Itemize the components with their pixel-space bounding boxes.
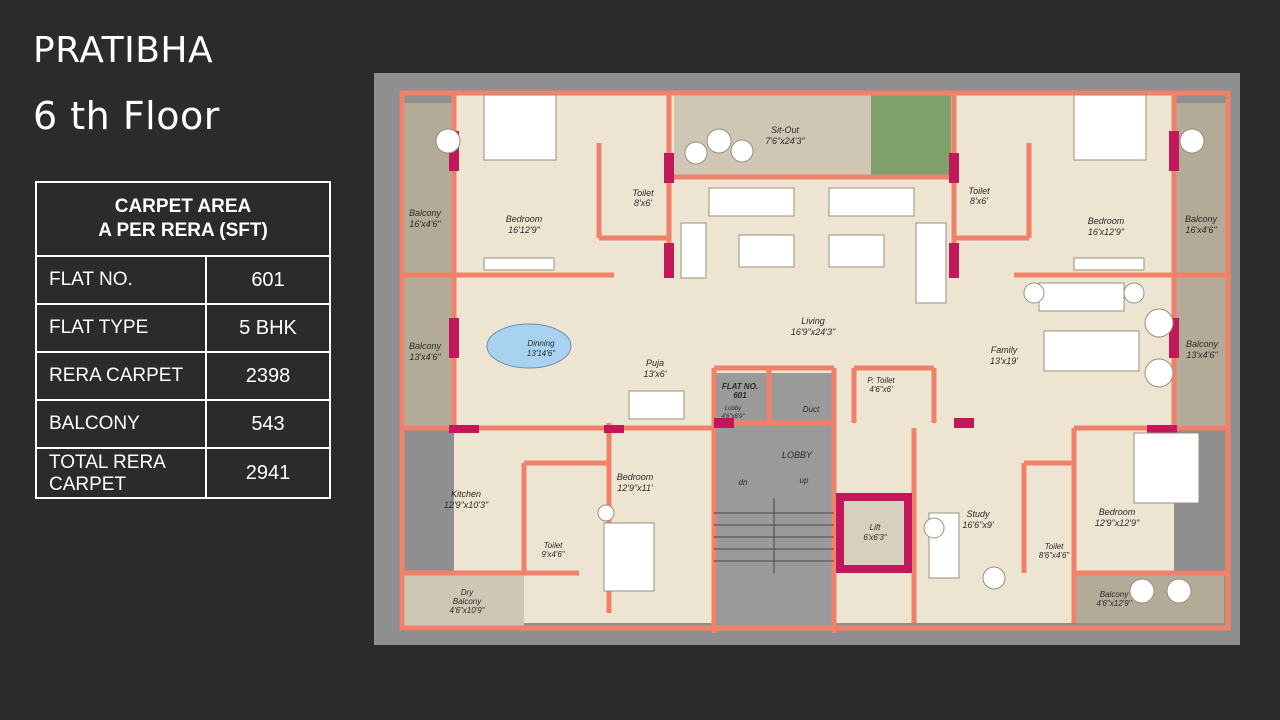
bedroom-sw-label: Bedroom xyxy=(617,472,654,482)
p-toilet-label: P. Toilet xyxy=(867,376,895,385)
table-row: FLAT TYPE 5 BHK xyxy=(35,303,331,353)
row-label: FLAT TYPE xyxy=(35,303,207,353)
kitchen-label: Kitchen xyxy=(451,489,481,499)
row-value: 601 xyxy=(205,255,331,305)
dining-label: Dinning xyxy=(527,339,555,348)
table-heading: CARPET AREA A PER RERA (SFT) xyxy=(35,181,331,257)
lobby-label: LOBBY xyxy=(782,450,813,460)
dry-balcony-label: Dry xyxy=(461,588,474,597)
furniture xyxy=(435,94,1205,604)
row-value: 5 BHK xyxy=(205,303,331,353)
row-value: 543 xyxy=(205,399,331,449)
stair-up-label: up xyxy=(800,476,809,485)
lobby-small-label: Lobby xyxy=(725,406,742,412)
row-label-line-1: TOTAL RERA xyxy=(49,452,166,473)
bedroom-se-size: 12'9"x12'9" xyxy=(1095,518,1140,528)
toilet-sw-label: Toilet xyxy=(544,541,564,550)
row-label: BALCONY xyxy=(35,399,207,449)
kitchen-size: 12'9"x10'3" xyxy=(444,500,489,510)
table-row: TOTAL RERA CARPET 2941 xyxy=(35,447,331,499)
balcony-se-label: Balcony xyxy=(1100,590,1129,599)
family-label: Family xyxy=(991,345,1018,355)
table-header-row: CARPET AREA A PER RERA (SFT) xyxy=(35,181,331,257)
dining-size: 13'14'6" xyxy=(527,349,556,358)
toilet-ne-label: Toilet xyxy=(968,186,990,196)
puja-size: 13'x6' xyxy=(644,369,667,379)
living-label: Living xyxy=(801,316,825,326)
table-row: FLAT NO. 601 xyxy=(35,255,331,305)
lobby-small-size: 4'6"x6'9" xyxy=(722,414,746,420)
bedroom-ne-label: Bedroom xyxy=(1088,216,1125,226)
project-title: PRATIBHA xyxy=(33,30,214,71)
dining-table xyxy=(486,323,572,369)
duct-label: Duct xyxy=(803,405,820,414)
carpet-area-table: CARPET AREA A PER RERA (SFT) FLAT NO. 60… xyxy=(35,181,331,499)
row-label: FLAT NO. xyxy=(35,255,207,305)
balcony-w-label: Balcony xyxy=(409,341,442,351)
row-value: 2398 xyxy=(205,351,331,401)
balcony-ne-size: 16'x4'6" xyxy=(1185,225,1217,235)
heading-line-2: A PER RERA (SFT) xyxy=(98,220,268,241)
room-labels: Sit-Out 7'6"x24'3" Bedroom 16'12'9" Bedr… xyxy=(409,125,1219,615)
table-row: RERA CARPET 2398 xyxy=(35,351,331,401)
toilet-nw-size: 8'x6' xyxy=(634,198,652,208)
floor-title: 6 th Floor xyxy=(33,94,220,138)
p-toilet-size: 4'6"x6' xyxy=(869,385,893,394)
heading-line-1: CARPET AREA xyxy=(114,196,252,217)
bedroom-nw-label: Bedroom xyxy=(506,214,543,224)
study-size: 16'6"x9' xyxy=(962,520,993,530)
table-row: BALCONY 543 xyxy=(35,399,331,449)
balcony-e-label: Balcony xyxy=(1186,339,1219,349)
staircase xyxy=(714,498,834,573)
floor-plan: Sit-Out 7'6"x24'3" Bedroom 16'12'9" Bedr… xyxy=(374,73,1240,645)
puja-label: Puja xyxy=(646,358,664,368)
bedroom-ne-size: 16'x12'9" xyxy=(1088,227,1125,237)
toilet-nw-label: Toilet xyxy=(632,188,654,198)
toilet-ne-size: 8'x6' xyxy=(970,196,988,206)
sitout-label: Sit-Out xyxy=(771,125,800,135)
row-label-line-2: CARPET xyxy=(49,474,127,495)
row-label: RERA CARPET xyxy=(35,351,207,401)
row-value: 2941 xyxy=(205,447,331,499)
toilet-sw-size: 9'x4'6" xyxy=(541,550,565,559)
study-label: Study xyxy=(966,509,990,519)
balcony-ne-label: Balcony xyxy=(1185,214,1218,224)
bedroom-sw-size: 12'9"x11' xyxy=(617,483,653,493)
balcony-se-size: 4'6"x12'9" xyxy=(1097,599,1133,608)
living-size: 16'9"x24'3" xyxy=(791,327,836,337)
family-size: 13'x19' xyxy=(990,356,1018,366)
dry-balcony-label-2: Balcony xyxy=(453,597,482,606)
balcony-nw-size: 16'x4'6" xyxy=(409,219,441,229)
bedroom-se-label: Bedroom xyxy=(1099,507,1136,517)
stair-dn-label: dn xyxy=(739,478,748,487)
balcony-e-size: 13'x4'6" xyxy=(1186,350,1218,360)
flat-no-label: FLAT NO. xyxy=(722,382,758,391)
toilet-se-size: 8'6"x4'6" xyxy=(1039,551,1071,560)
bedroom-nw-size: 16'12'9" xyxy=(508,225,540,235)
sitout-size: 7'6"x24'3" xyxy=(765,136,805,146)
balcony-nw-label: Balcony xyxy=(409,208,442,218)
toilet-se-label: Toilet xyxy=(1045,542,1065,551)
lift-size: 6'x6'3" xyxy=(863,533,887,542)
flat-no-value: 601 xyxy=(733,391,747,400)
lift-label: Lift xyxy=(870,523,881,532)
balcony-w-size: 13'x4'6" xyxy=(409,352,441,362)
dry-balcony-size: 4'6"x10'9" xyxy=(450,606,486,615)
row-label: TOTAL RERA CARPET xyxy=(35,447,207,499)
